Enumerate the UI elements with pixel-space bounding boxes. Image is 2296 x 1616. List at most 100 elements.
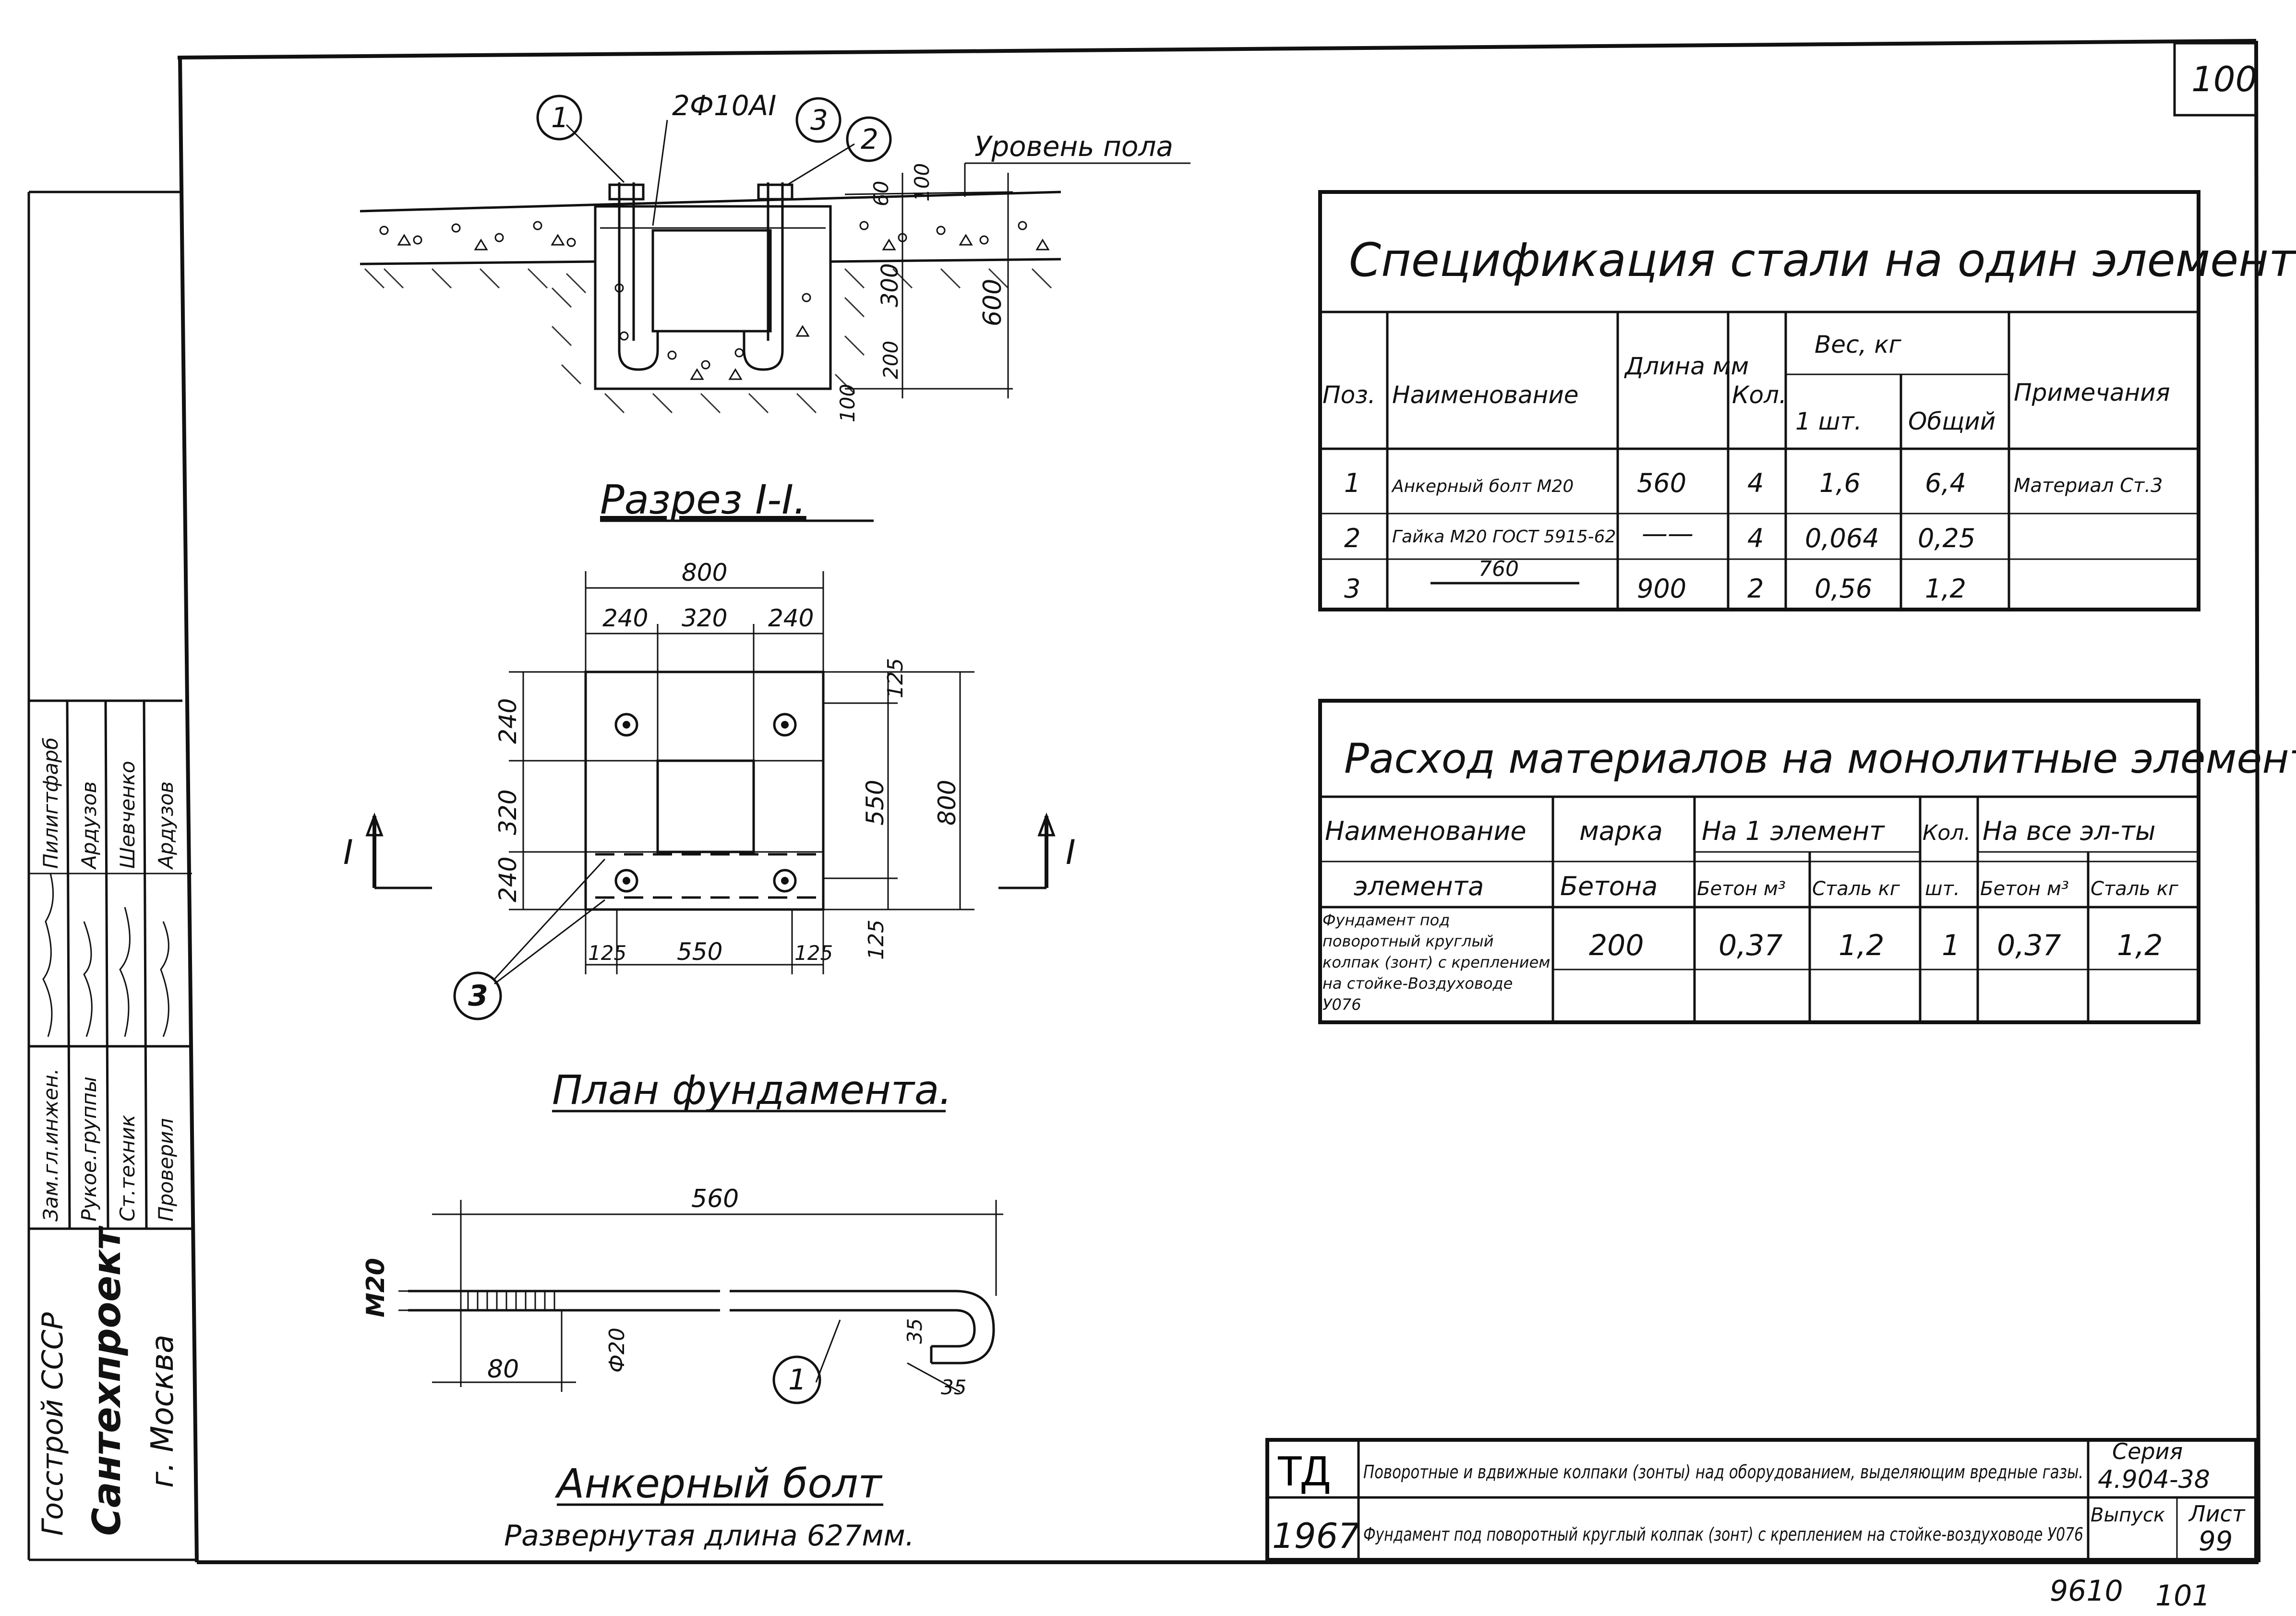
- spec-row-pos: 3: [1344, 574, 1360, 604]
- mat-row-name: Фундамент под поворотный круглый колпак …: [1322, 911, 1551, 1014]
- mat-header-name2: элемента: [1354, 871, 1484, 901]
- material-table-title: Расход материалов на монолитные элементы: [1344, 735, 2296, 783]
- stamp-role-2: Рукое.группы: [77, 1077, 101, 1221]
- bolt-labels: 560 М20 Ф20 80 35 35 1: [361, 1185, 966, 1399]
- spec-row-pos: 1: [1344, 468, 1360, 498]
- section-drawing: [360, 95, 1190, 414]
- title-block-line1: Поворотные и вдвижные колпаки (зонты) на…: [1363, 1461, 2083, 1483]
- spec-table-headers: Поз. Наименование Длина мм Кол. Вес, кг …: [1322, 331, 2170, 435]
- spec-table-rows: 1 Анкерный болт М20 560 4 1,6 6,4 Матери…: [1344, 468, 2163, 604]
- bolt-pos: 1: [788, 1363, 806, 1397]
- mat-header-steel: Сталь кг: [1812, 878, 1900, 900]
- mat-header-qty2: шт.: [1925, 878, 1960, 900]
- spec-table-grid: [1318, 190, 2200, 611]
- rebar-label: 2Ф10АI: [672, 89, 776, 122]
- spec-row-w-total: 1,2: [1925, 574, 1966, 604]
- mat-header-grade2: Бетона: [1560, 871, 1658, 901]
- stamp-role-1: Зам.гл.инжен.: [39, 1068, 62, 1221]
- section-labels: 1 3 2 2Ф10АI Уровень пола 60 100 300 600…: [551, 89, 1173, 422]
- spec-header-name: Наименование: [1392, 381, 1579, 409]
- spec-header-length: Длина мм: [1624, 352, 1749, 380]
- plan-top-total: 800: [682, 559, 727, 587]
- left-stamp: [29, 699, 194, 1230]
- plan-drawing: [365, 571, 1056, 1020]
- spec-row-w-one: 0,064: [1805, 523, 1879, 553]
- stamp-name-2: Ардузов: [77, 781, 101, 870]
- title-block-year: 1967: [1272, 1516, 1360, 1556]
- mat-header-concrete-all: Бетон м³: [1980, 878, 2069, 900]
- title-block-grid: [1265, 1438, 2258, 1562]
- left-stamp-org: Госстрой СССР Сантехпроект г. Москва: [36, 1225, 180, 1536]
- stamp-name-1: Пилигтфарб: [39, 737, 62, 869]
- plan-right-dim-2: 550: [861, 780, 889, 826]
- mat-header-grade1: марка: [1579, 816, 1663, 846]
- stamp-name-3: Шевченко: [116, 761, 139, 869]
- section-dim-100: 100: [910, 163, 934, 202]
- stamp-signatures: [42, 873, 169, 1037]
- mat-row-steel-all: 1,2: [2117, 929, 2163, 962]
- spec-row-w-one: 0,56: [1815, 574, 1872, 604]
- material-table-headers: Наименование элемента марка Бетона На 1 …: [1325, 816, 2179, 901]
- bolt-drawing: [398, 1200, 1003, 1404]
- section-pos-2: 2: [861, 123, 878, 156]
- plan-top-part-2: 320: [682, 604, 727, 632]
- mat-row-qty: 1: [1942, 929, 1960, 962]
- plan-left-part-3: 240: [494, 857, 522, 902]
- title-block-sheet-label: Лист: [2188, 1501, 2246, 1527]
- title-block-td: ТД: [1277, 1447, 1330, 1495]
- left-stamp-roles: Зам.гл.инжен. Рукое.группы Ст.техник Про…: [39, 737, 178, 1221]
- page-number: 100: [2191, 59, 2257, 99]
- plan-top-part-1: 240: [602, 604, 648, 632]
- stamp-org-2: Сантехпроект: [84, 1225, 129, 1536]
- mat-row-concrete-all: 0,37: [1997, 929, 2061, 962]
- spec-row-qty: 2: [1747, 574, 1764, 604]
- spec-row: 1 Анкерный болт М20 560 4 1,6 6,4 Матери…: [1344, 468, 2163, 498]
- mat-header-concrete: Бетон м³: [1697, 878, 1786, 900]
- spec-header-weight: Вес, кг: [1815, 331, 1902, 359]
- sheet-frame: [27, 39, 2260, 1564]
- spec-row-w-total: 6,4: [1925, 468, 1966, 498]
- spec-header-qty: Кол.: [1732, 381, 1787, 409]
- plan-bottom-dim-3: 125: [794, 941, 833, 965]
- section-dim-200: 200: [879, 341, 902, 379]
- spec-table-title: Спецификация стали на один элемент: [1349, 233, 2296, 287]
- spec-row-length: ——: [1642, 518, 1694, 549]
- mat-row-steel: 1,2: [1839, 929, 1884, 962]
- section-dim-100b: 100: [836, 384, 859, 422]
- plan-pos-3: 3: [468, 979, 488, 1013]
- spec-row-w-total: 0,25: [1918, 523, 1975, 553]
- spec-header-pos: Поз.: [1322, 381, 1376, 409]
- mat-header-steel-all: Сталь кг: [2091, 878, 2179, 900]
- spec-row: 2 Гайка М20 ГОСТ 5915-62 —— 4 0,064 0,25: [1344, 518, 1975, 553]
- spec-row-w-one: 1,6: [1819, 468, 1861, 498]
- material-table-row: Фундамент под поворотный круглый колпак …: [1322, 911, 2163, 1014]
- stamp-name-4: Ардузов: [154, 781, 178, 870]
- spec-row-qty: 4: [1747, 468, 1764, 498]
- mat-row-concrete: 0,37: [1719, 929, 1783, 962]
- plan-bottom-dim-1: 125: [588, 941, 626, 965]
- section-pos-3: 3: [810, 104, 828, 136]
- section-title: Разрез I-I.: [600, 476, 806, 523]
- title-block-text: ТД 1967 Поворотные и вдвижные колпаки (з…: [1272, 1438, 2246, 1557]
- spec-header-w-one: 1 шт.: [1795, 407, 1862, 435]
- spec-header-note: Примечания: [2014, 379, 2170, 407]
- plan-top-part-3: 240: [768, 604, 814, 632]
- stamp-org-3: г. Москва: [145, 1335, 180, 1488]
- plan-right-dim-1: 125: [883, 658, 908, 698]
- mat-header-per-element: На 1 элемент: [1702, 816, 1885, 846]
- bolt-end-len: 80: [487, 1355, 519, 1384]
- title-block-series-value: 4.904-38: [2098, 1465, 2210, 1494]
- bottom-number-left: 9610: [2050, 1574, 2123, 1608]
- plan-bottom-dim-2: 550: [677, 938, 722, 966]
- spec-row-name: Гайка М20 ГОСТ 5915-62: [1392, 527, 1616, 547]
- spec-row-note: Материал Ст.3: [2014, 475, 2163, 497]
- title-block-issue-label: Выпуск: [2091, 1504, 2165, 1526]
- section-dim-60: 60: [869, 181, 893, 206]
- mat-row-grade: 200: [1589, 929, 1644, 962]
- plan-section-mark-right: I: [1066, 833, 1076, 872]
- section-pos-1: 1: [551, 101, 569, 134]
- bolt-title: Анкерный болт: [554, 1460, 883, 1507]
- spec-row-pos: 2: [1344, 523, 1360, 553]
- bolt-subtitle: Развернутая длина 627мм.: [504, 1519, 914, 1553]
